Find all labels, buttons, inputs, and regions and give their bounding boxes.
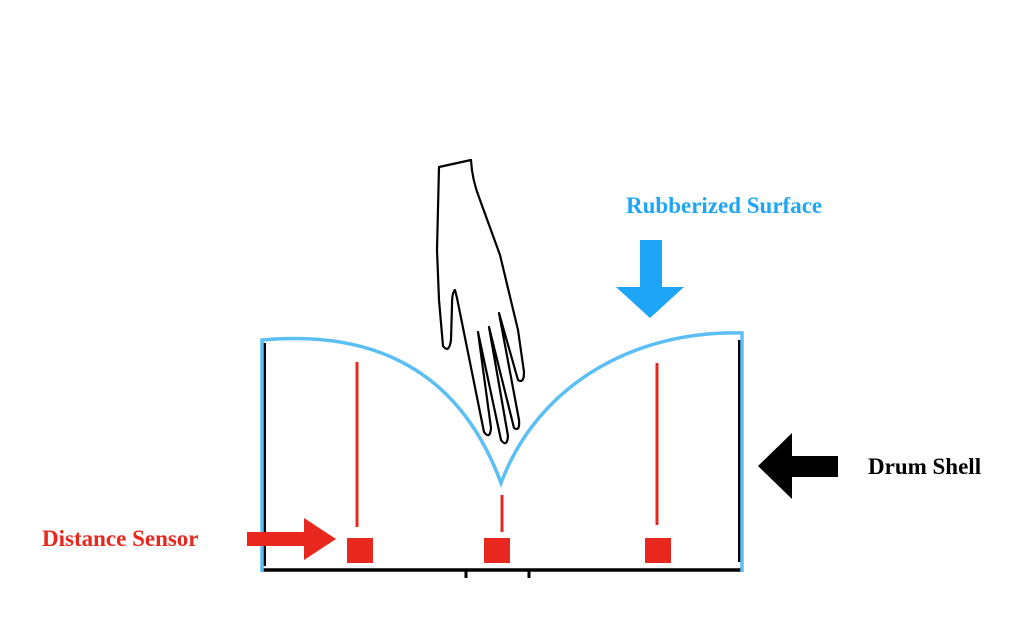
- label-drum-shell: Drum Shell: [868, 454, 981, 479]
- sensor-beams: [355, 362, 659, 532]
- label-rubberized-surface: Rubberized Surface: [626, 193, 822, 218]
- distance-sensor-left: [347, 538, 373, 563]
- drum-shell: [261, 340, 743, 578]
- rubberized-surface: [260, 331, 744, 572]
- sensors: [347, 538, 671, 563]
- distance-sensor-center: [484, 538, 510, 563]
- surface-arrow-icon: [616, 240, 684, 318]
- distance-sensor-right: [645, 538, 671, 563]
- label-distance-sensor: Distance Sensor: [42, 526, 199, 551]
- sensor-arrow-icon: [247, 518, 336, 560]
- surface-membrane: [260, 331, 744, 572]
- shell-arrow-icon: [758, 433, 838, 499]
- hand-icon: [435, 158, 526, 445]
